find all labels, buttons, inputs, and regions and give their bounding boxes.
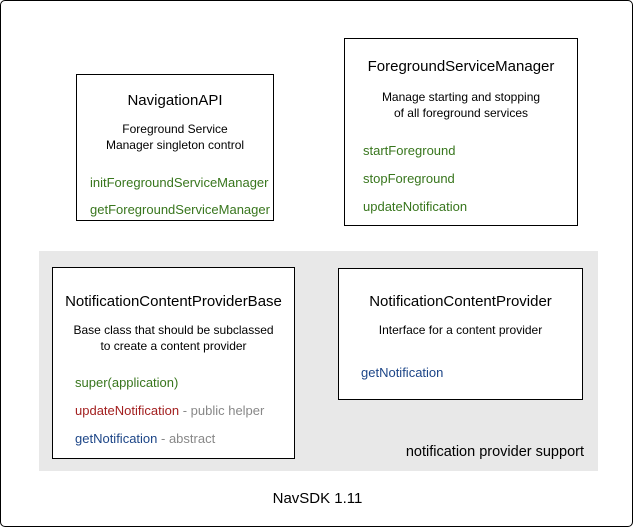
class-box-notification-content-provider-base: NotificationContentProviderBase Base cla… bbox=[52, 267, 295, 459]
method-name: startForeground bbox=[363, 143, 456, 158]
class-description: Base class that should be subclassed to … bbox=[53, 322, 294, 354]
method-name: stopForeground bbox=[363, 171, 455, 186]
method-list: startForeground stopForeground updateNot… bbox=[345, 143, 577, 214]
method-name: updateNotification bbox=[363, 199, 468, 214]
description-line: Manager singleton control bbox=[105, 138, 245, 152]
description-line: Manage starting and stopping bbox=[381, 90, 541, 104]
method: getForegroundServiceManager bbox=[90, 202, 273, 217]
method: updateNotification bbox=[363, 199, 577, 214]
description-line: of all foreground services bbox=[393, 106, 529, 120]
class-title: NotificationContentProvider bbox=[369, 293, 552, 310]
method: getNotification bbox=[361, 365, 582, 380]
description-line: Foreground Service bbox=[122, 122, 228, 136]
panel-label: notification provider support bbox=[405, 444, 584, 460]
class-title: ForegroundServiceManager bbox=[367, 58, 555, 75]
description-line: Base class that should be subclassed bbox=[73, 323, 274, 337]
method-annotation: - public helper bbox=[179, 403, 265, 418]
method-annotation: - abstract bbox=[157, 431, 216, 446]
method-list: getNotification bbox=[339, 365, 582, 380]
class-box-notification-content-provider: NotificationContentProvider Interface fo… bbox=[338, 268, 583, 400]
method-list: initForegroundServiceManager getForegrou… bbox=[77, 175, 273, 217]
method: stopForeground bbox=[363, 171, 577, 186]
class-description: Foreground Service Manager singleton con… bbox=[77, 121, 273, 153]
method-name: initForegroundServiceManager bbox=[90, 175, 269, 190]
class-box-navigation-api: NavigationAPI Foreground Service Manager… bbox=[76, 74, 274, 221]
method-name: updateNotification bbox=[75, 403, 180, 418]
class-description: Manage starting and stopping of all fore… bbox=[345, 89, 577, 121]
class-description: Interface for a content provider bbox=[339, 322, 582, 338]
sdk-version-label: NavSDK 1.11 bbox=[272, 490, 363, 507]
class-title: NotificationContentProviderBase bbox=[65, 293, 282, 310]
method: initForegroundServiceManager bbox=[90, 175, 273, 190]
method: startForeground bbox=[363, 143, 577, 158]
method-name: getNotification bbox=[75, 431, 158, 446]
class-box-foreground-service-manager: ForegroundServiceManager Manage starting… bbox=[344, 38, 578, 226]
description-line: to create a content provider bbox=[100, 339, 247, 353]
method-list: super(application) updateNotification - … bbox=[53, 375, 294, 446]
method: getNotification - abstract bbox=[75, 431, 294, 446]
method-name: getNotification bbox=[361, 365, 444, 380]
method-name: getForegroundServiceManager bbox=[90, 202, 270, 217]
method: super(application) bbox=[75, 375, 294, 390]
class-title: NavigationAPI bbox=[127, 92, 223, 109]
description-line: Interface for a content provider bbox=[378, 323, 543, 337]
method: updateNotification - public helper bbox=[75, 403, 294, 418]
method-name: super(application) bbox=[75, 375, 179, 390]
